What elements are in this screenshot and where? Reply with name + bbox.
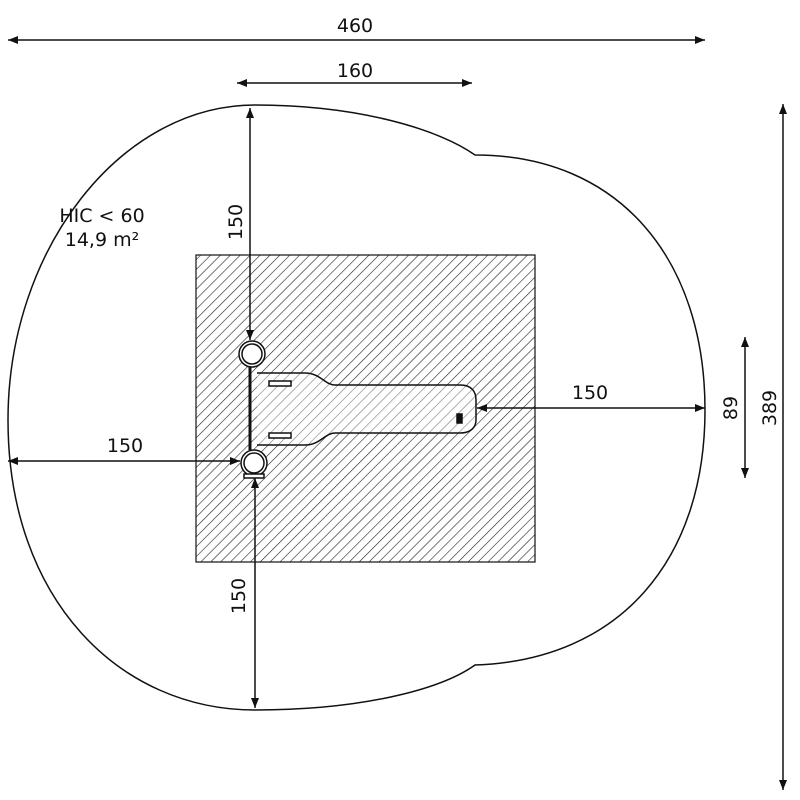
slide-equipment: [238, 340, 477, 479]
total-width-label: 460: [337, 15, 373, 37]
area-label: 14,9 m²: [65, 229, 139, 251]
total-depth-label: 389: [759, 390, 781, 426]
clearance-top-label: 150: [225, 204, 247, 240]
clearance-left-label: 150: [107, 435, 143, 457]
equipment-depth-label: 89: [720, 396, 742, 420]
hic-label: HIC < 60: [59, 205, 144, 227]
clearance-right-label: 150: [572, 382, 608, 404]
equipment-width-label: 160: [337, 60, 373, 82]
safety-area-outline: [7, 104, 706, 711]
clearance-bottom-label: 150: [228, 578, 250, 614]
